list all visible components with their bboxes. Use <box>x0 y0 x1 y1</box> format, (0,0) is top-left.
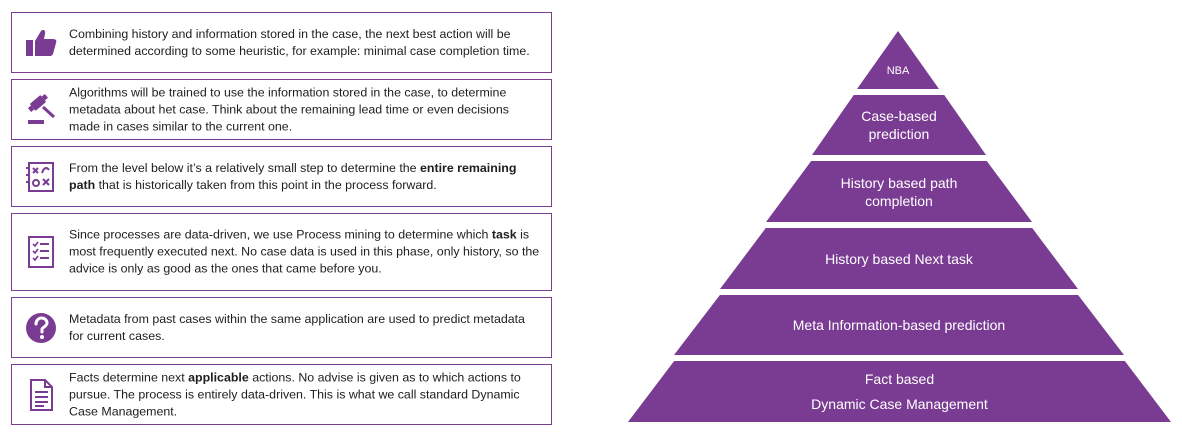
pyramid-level-history-next-task: History based Next task <box>720 228 1078 289</box>
description-card-fact-based: Facts determine next applicable actions.… <box>11 364 552 425</box>
pyramid-level-label: Case-based <box>861 108 937 124</box>
pyramid-level-label: NBA <box>886 65 910 77</box>
description-text: Algorithms will be trained to use the in… <box>69 85 509 133</box>
description-card-next-task: Since processes are data-driven, we use … <box>11 213 552 291</box>
pyramid-level-label: Dynamic Case Management <box>811 395 988 412</box>
description-card-history-path-completion: From the level below it’s a relatively s… <box>11 146 552 207</box>
description-text: Combining history and information stored… <box>69 26 530 58</box>
description-text: From the level below it’s a relatively s… <box>69 160 517 192</box>
description-card-next-best-action: Combining history and information stored… <box>11 12 552 73</box>
pyramid-level-label: Fact based <box>864 370 935 387</box>
question-mark-icon <box>24 311 58 345</box>
pyramid-level-label: prediction <box>868 126 930 142</box>
document-icon <box>24 378 58 412</box>
description-text: Facts determine next applicable actions.… <box>69 370 521 418</box>
pyramid-level-nba: NBA <box>857 31 939 89</box>
pyramid-level-case-based-prediction: Case-based prediction <box>812 95 986 155</box>
pyramid-level-label: History based path <box>840 174 958 191</box>
thumbs-up-icon <box>24 26 58 60</box>
checklist-icon <box>24 235 58 269</box>
pyramid-level-label: Meta Information-based prediction <box>792 317 1006 333</box>
description-text: Since processes are data-driven, we use … <box>69 227 540 276</box>
description-card-meta-information: Metadata from past cases within the same… <box>11 297 552 358</box>
pyramid-level-label: completion <box>865 192 933 209</box>
gavel-icon <box>24 93 58 127</box>
pyramid-level-meta-information: Meta Information-based prediction <box>674 295 1124 355</box>
description-card-case-based-prediction: Algorithms will be trained to use the in… <box>11 79 552 140</box>
pyramid-level-history-path-completion: History based path completion <box>766 161 1032 222</box>
pyramid-level-label: History based Next task <box>825 250 973 267</box>
pyramid-level-fact-based: Fact based Dynamic Case Management <box>628 361 1171 422</box>
strategy-board-icon <box>24 160 58 194</box>
description-text: Metadata from past cases within the same… <box>69 311 525 343</box>
